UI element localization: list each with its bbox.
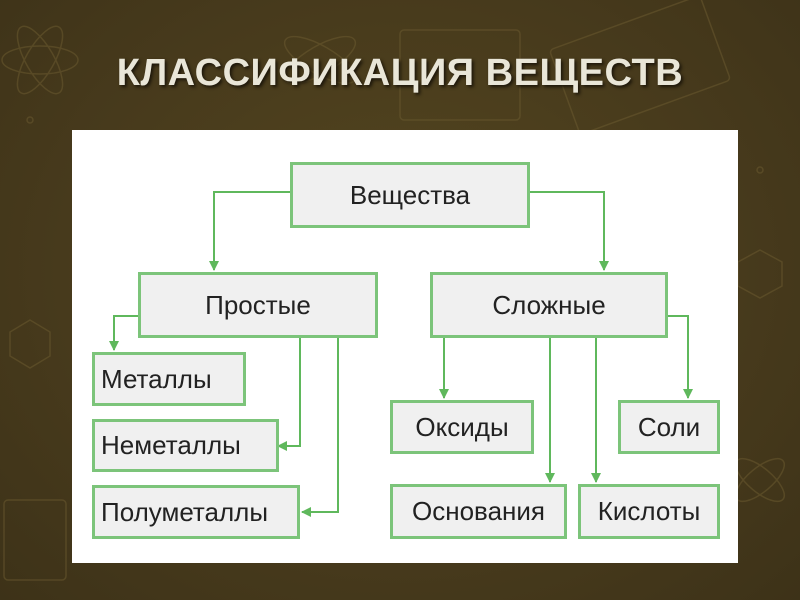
arrow-simple-to-metals: [114, 316, 138, 350]
arrow-root-to-complex: [530, 192, 604, 270]
node-substances: Вещества: [290, 162, 530, 228]
node-complex: Сложные: [430, 272, 668, 338]
node-bases: Основания: [390, 484, 567, 539]
node-metalloids: Полуметаллы: [92, 485, 300, 539]
diagram-panel: Вещества Простые Сложные Металлы Неметал…: [72, 130, 738, 563]
node-oxides: Оксиды: [390, 400, 534, 454]
node-acids: Кислоты: [578, 484, 720, 539]
node-metals: Металлы: [92, 352, 246, 406]
arrow-complex-to-salts: [668, 316, 688, 398]
node-simple: Простые: [138, 272, 378, 338]
arrow-simple-to-nonmetals: [278, 337, 300, 446]
arrow-root-to-simple: [214, 192, 290, 270]
node-salts: Соли: [618, 400, 720, 454]
arrow-simple-to-metalloids: [302, 337, 338, 512]
node-nonmetals: Неметаллы: [92, 419, 279, 472]
slide-title: КЛАССИФИКАЦИЯ ВЕЩЕСТВ: [0, 52, 800, 95]
